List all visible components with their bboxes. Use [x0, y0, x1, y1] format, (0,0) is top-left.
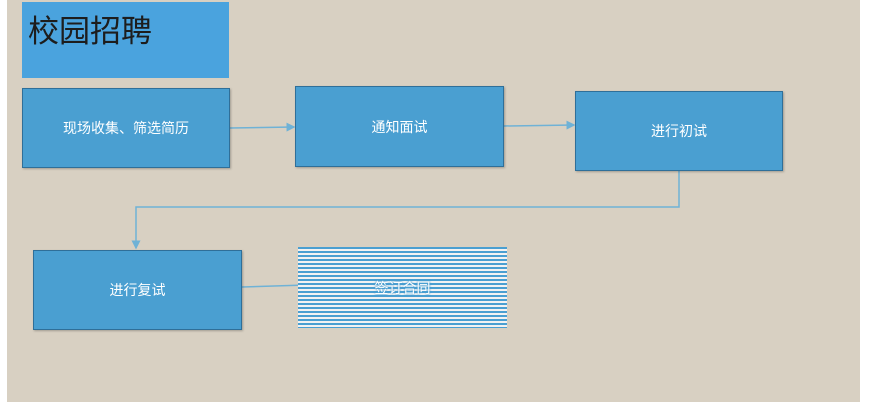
- node-label: 签订合同: [374, 280, 431, 297]
- node-label: 通知面试: [371, 119, 428, 136]
- node-second-interview: 进行复试: [33, 250, 242, 330]
- diagram-title: 校园招聘: [28, 14, 152, 50]
- node-collect-screen-resumes: 现场收集、筛选简历: [22, 88, 230, 168]
- node-sign-contract: 签订合同: [298, 247, 507, 328]
- node-label: 进行初试: [651, 124, 707, 140]
- node-first-interview: 进行初试: [575, 91, 783, 171]
- title-box: 校园招聘: [22, 2, 229, 78]
- node-label: 进行复试: [109, 283, 166, 299]
- node-notify-interview: 通知面试: [295, 86, 504, 167]
- node-label: 现场收集、筛选简历: [63, 121, 189, 137]
